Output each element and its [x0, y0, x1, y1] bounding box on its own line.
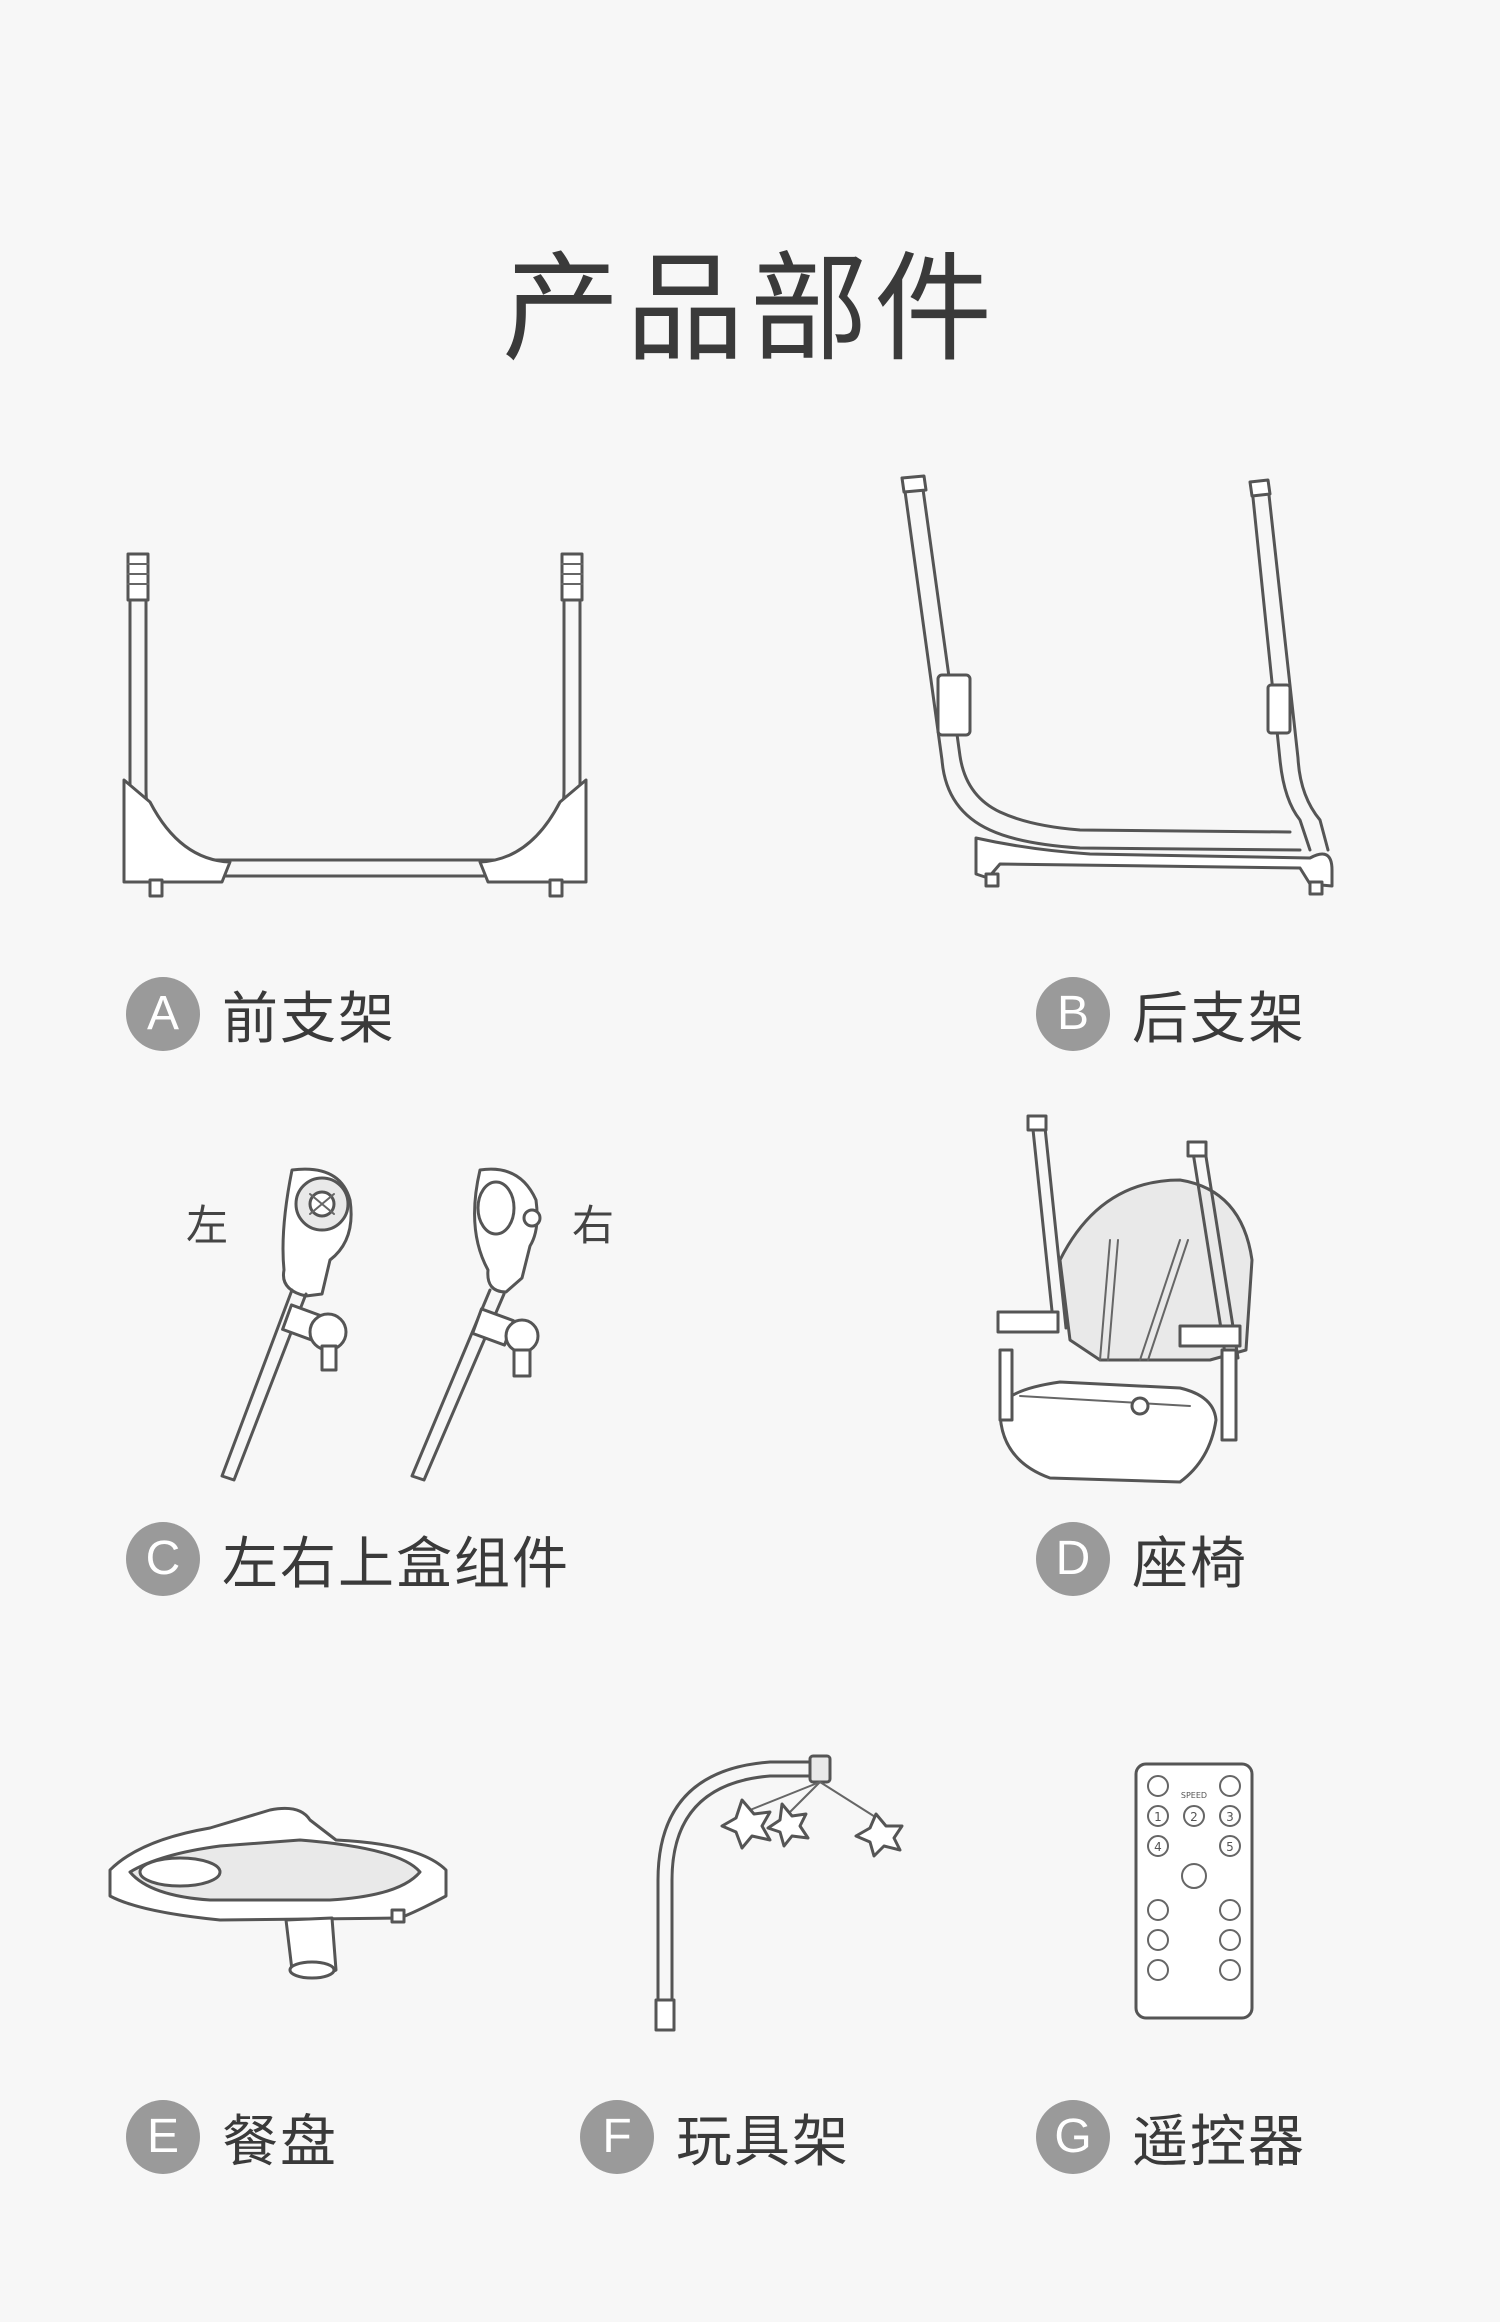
part-name-g: 遥控器 [1132, 2109, 1306, 2175]
left-side-label: 左 [186, 1201, 229, 1250]
part-name-a: 前支架 [222, 986, 396, 1052]
part-badge-d: D [1036, 1522, 1110, 1596]
part-name-b: 后支架 [1132, 986, 1306, 1052]
right-upper-box-illustration [390, 1160, 570, 1500]
part-label-b: B 后支架 [1036, 975, 1306, 1053]
rear-frame-illustration [880, 470, 1360, 920]
part-badge-b: B [1036, 977, 1110, 1051]
remote-key-1: 1 [1154, 1810, 1162, 1824]
part-label-d: D 座椅 [1036, 1520, 1248, 1598]
remote-key-5: 5 [1226, 1840, 1234, 1854]
part-badge-a: A [126, 977, 200, 1051]
left-upper-box-illustration [210, 1160, 380, 1500]
part-label-g: G 遥控器 [1036, 2098, 1306, 2176]
right-side-label: 右 [572, 1201, 615, 1250]
remote-key-4: 4 [1154, 1840, 1162, 1854]
remote-control-illustration: SPEED 1 2 3 4 5 [1134, 1762, 1254, 2020]
toy-bar-illustration [650, 1740, 910, 2040]
part-badge-g: G [1036, 2100, 1110, 2174]
part-label-c: C 左右上盒组件 [126, 1520, 570, 1598]
part-name-d: 座椅 [1132, 1531, 1248, 1597]
part-label-a: A 前支架 [126, 975, 396, 1053]
part-name-f: 玩具架 [676, 2109, 850, 2175]
part-label-f: F 玩具架 [580, 2098, 850, 2176]
remote-key-3: 3 [1226, 1810, 1234, 1824]
part-name-c: 左右上盒组件 [222, 1531, 570, 1597]
part-label-e: E 餐盘 [126, 2098, 338, 2176]
seat-illustration [980, 1110, 1280, 1510]
remote-speed-label: SPEED [1181, 1791, 1207, 1800]
front-frame-illustration [110, 540, 600, 920]
part-badge-f: F [580, 2100, 654, 2174]
part-badge-c: C [126, 1522, 200, 1596]
food-tray-illustration [100, 1800, 460, 2020]
page-title: 产品部件 [501, 240, 998, 378]
part-name-e: 餐盘 [222, 2109, 338, 2175]
part-badge-e: E [126, 2100, 200, 2174]
remote-key-2: 2 [1190, 1810, 1198, 1824]
